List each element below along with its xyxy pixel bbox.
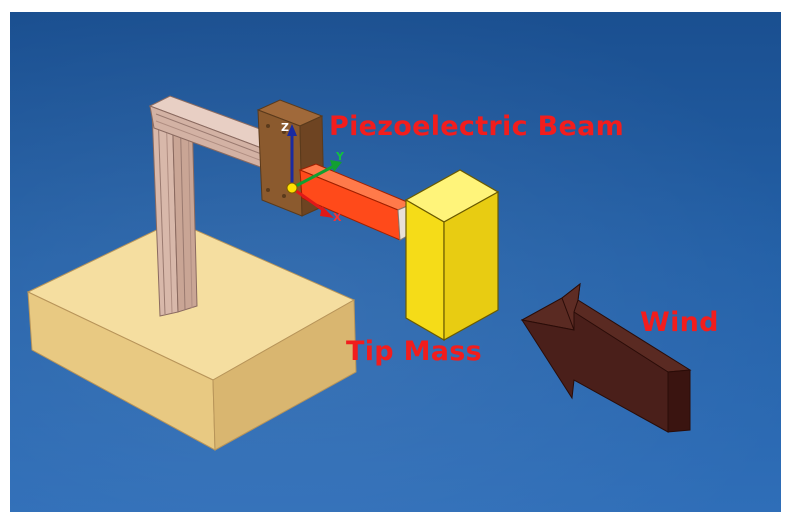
clamp-front bbox=[257, 109, 303, 217]
axis-y-label: Y bbox=[335, 150, 345, 163]
axis-y-line bbox=[291, 164, 335, 190]
coordinate-axes: Z Y X bbox=[281, 121, 345, 224]
axis-x-arrowhead bbox=[320, 206, 334, 218]
tip-mass bbox=[404, 169, 500, 342]
tip-mass-front bbox=[405, 198, 445, 342]
axis-z-arrowhead bbox=[287, 124, 297, 136]
tip-mass-label: Tip Mass bbox=[346, 336, 483, 367]
axis-x-label: X bbox=[333, 211, 342, 224]
wind-arrow bbox=[520, 282, 692, 433]
axis-origin bbox=[286, 182, 298, 194]
base-side-face bbox=[212, 299, 357, 451]
axis-z-label: Z bbox=[281, 121, 289, 134]
wind-label: Wind bbox=[640, 307, 719, 338]
axis-x-line bbox=[291, 186, 327, 214]
tip-mass-side bbox=[443, 190, 499, 342]
piezoelectric-beam-label: Piezoelectric Beam bbox=[329, 111, 625, 142]
wind-arrow-side bbox=[667, 369, 691, 433]
axis-y-arrowhead bbox=[330, 160, 342, 172]
wind-arrow-head-upper bbox=[561, 282, 581, 331]
